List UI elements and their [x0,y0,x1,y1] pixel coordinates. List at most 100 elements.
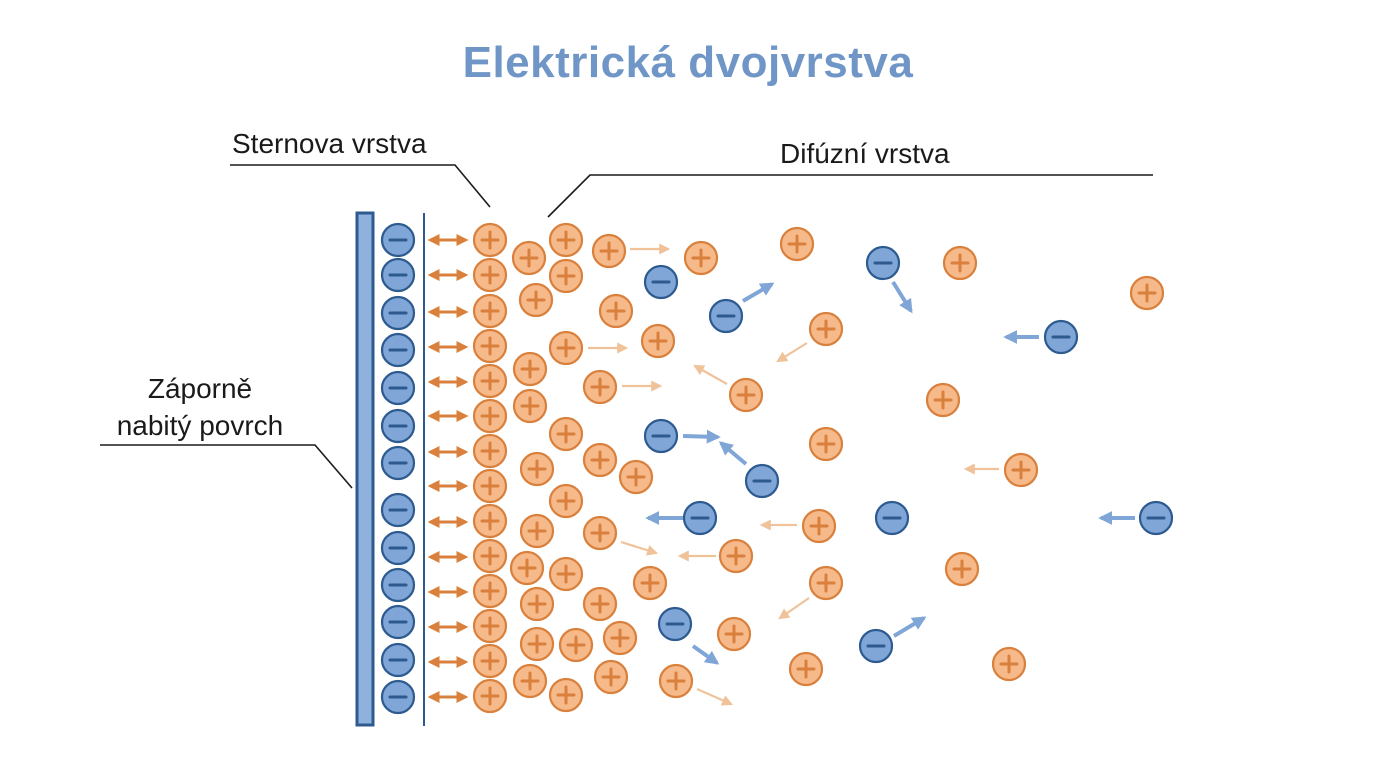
surface-anion-11 [380,604,416,640]
diffuse-cation-12 [548,416,584,452]
diffuse-cation-17 [519,513,555,549]
stern-cation-7 [472,433,508,469]
diffuse-cation-14 [582,442,618,478]
surface-anion-6 [380,408,416,444]
diffuse-cation-11 [582,369,618,405]
diffuse-anion-53 [682,500,718,536]
drift-arrow-15 [682,429,721,444]
diffuse-cation-23 [632,565,668,601]
diffuse-cation-40 [788,651,824,687]
drift-arrow-18 [691,644,720,665]
diffuse-cation-27 [512,663,548,699]
drift-arrow-12 [741,282,775,303]
diffuse-cation-33 [808,311,844,347]
diffuse-cation-30 [658,663,694,699]
diffuse-cation-44 [1003,452,1039,488]
surface-label-line1: Záporně [147,373,253,404]
surface-label-line2: nabitý povrch [116,410,284,441]
diffuse-anion-56 [657,606,693,642]
charged-surface-plate [355,211,375,727]
surface-anion-3 [380,295,416,331]
diffuse-cation-43 [925,382,961,418]
ion-layer [472,222,1174,714]
diffuse-cation-4 [591,233,627,269]
surface-anion-1 [380,222,416,258]
diffuse-cation-46 [991,646,1027,682]
drift-arrow-16 [718,441,748,466]
stern-cation-13 [472,643,508,679]
surface-anion-column [380,222,416,715]
diffuse-anion-47 [643,264,679,300]
diffuse-cation-13 [519,451,555,487]
sternova-leader-line [230,164,491,208]
diffuse-anion-54 [874,500,910,536]
diffuse-arrows [588,243,1135,706]
diffuse-cation-15 [618,459,654,495]
difuzni-leader-line [547,174,1153,218]
diffuse-anion-49 [865,245,901,281]
diffuse-cation-35 [808,426,844,462]
stern-cation-8 [472,468,508,504]
diffuse-cation-6 [598,293,634,329]
stern-cation-1 [472,222,508,258]
drift-arrow-4 [620,540,659,556]
diffuse-cation-1 [511,240,547,276]
surface-anion-4 [380,332,416,368]
diffuse-cation-21 [519,586,555,622]
diffuse-cation-9 [512,351,548,387]
stern-cation-3 [472,293,508,329]
drift-arrow-9 [776,342,808,363]
stern-cation-10 [472,538,508,574]
diffuse-cation-38 [808,565,844,601]
diffuse-anion-57 [858,628,894,664]
zaporne-nabity-povrch-label: Záporně nabitý povrch [100,370,300,444]
drift-arrow-10 [778,597,810,620]
diffuse-cation-34 [728,377,764,413]
diffuse-cation-31 [683,240,719,276]
stern-cation-4 [472,328,508,364]
diffuse-cation-10 [512,388,548,424]
diffuse-cation-2 [548,222,584,258]
diffuse-cation-19 [509,550,545,586]
diffuse-cation-16 [548,483,584,519]
stern-cation-2 [472,257,508,293]
diffuse-cation-22 [582,586,618,622]
stern-cation-9 [472,503,508,539]
diffuse-cation-41 [942,245,978,281]
diffuse-cation-5 [518,282,554,318]
stern-cation-5 [472,363,508,399]
surface-anion-2 [380,257,416,293]
diffuse-cation-39 [716,616,752,652]
surface-anion-10 [380,567,416,603]
diffuse-cation-26 [602,620,638,656]
surface-anion-8 [380,492,416,528]
diffuse-anion-50 [1043,319,1079,355]
surface-anion-5 [380,370,416,406]
diffuse-cation-36 [801,508,837,544]
diffuse-cation-45 [944,551,980,587]
sternova-vrstva-label: Sternova vrstva [232,128,427,159]
diagram-title: Elektrická dvojvrstva [462,38,914,87]
diffuse-anion-48 [708,298,744,334]
diffuse-cation-32 [779,226,815,262]
drift-arrow-7 [696,687,734,706]
diffuse-cation-42 [1129,275,1165,311]
diffuse-anion-51 [643,418,679,454]
surface-anion-7 [380,445,416,481]
diffuse-cation-25 [558,627,594,663]
diffuse-cation-29 [593,659,629,695]
diffuse-cation-18 [582,515,618,551]
diffuse-anion-55 [1138,500,1174,536]
stern-cation-6 [472,398,508,434]
diffuse-cation-7 [548,330,584,366]
surface-anion-13 [380,679,416,715]
stern-cation-11 [472,573,508,609]
stern-cation-12 [472,608,508,644]
drift-arrow-13 [891,280,913,314]
surface-anion-9 [380,530,416,566]
diffuse-cation-8 [640,323,676,359]
stern-cation-14 [472,678,508,714]
diffuse-cation-20 [548,556,584,592]
surface-anion-12 [380,642,416,678]
